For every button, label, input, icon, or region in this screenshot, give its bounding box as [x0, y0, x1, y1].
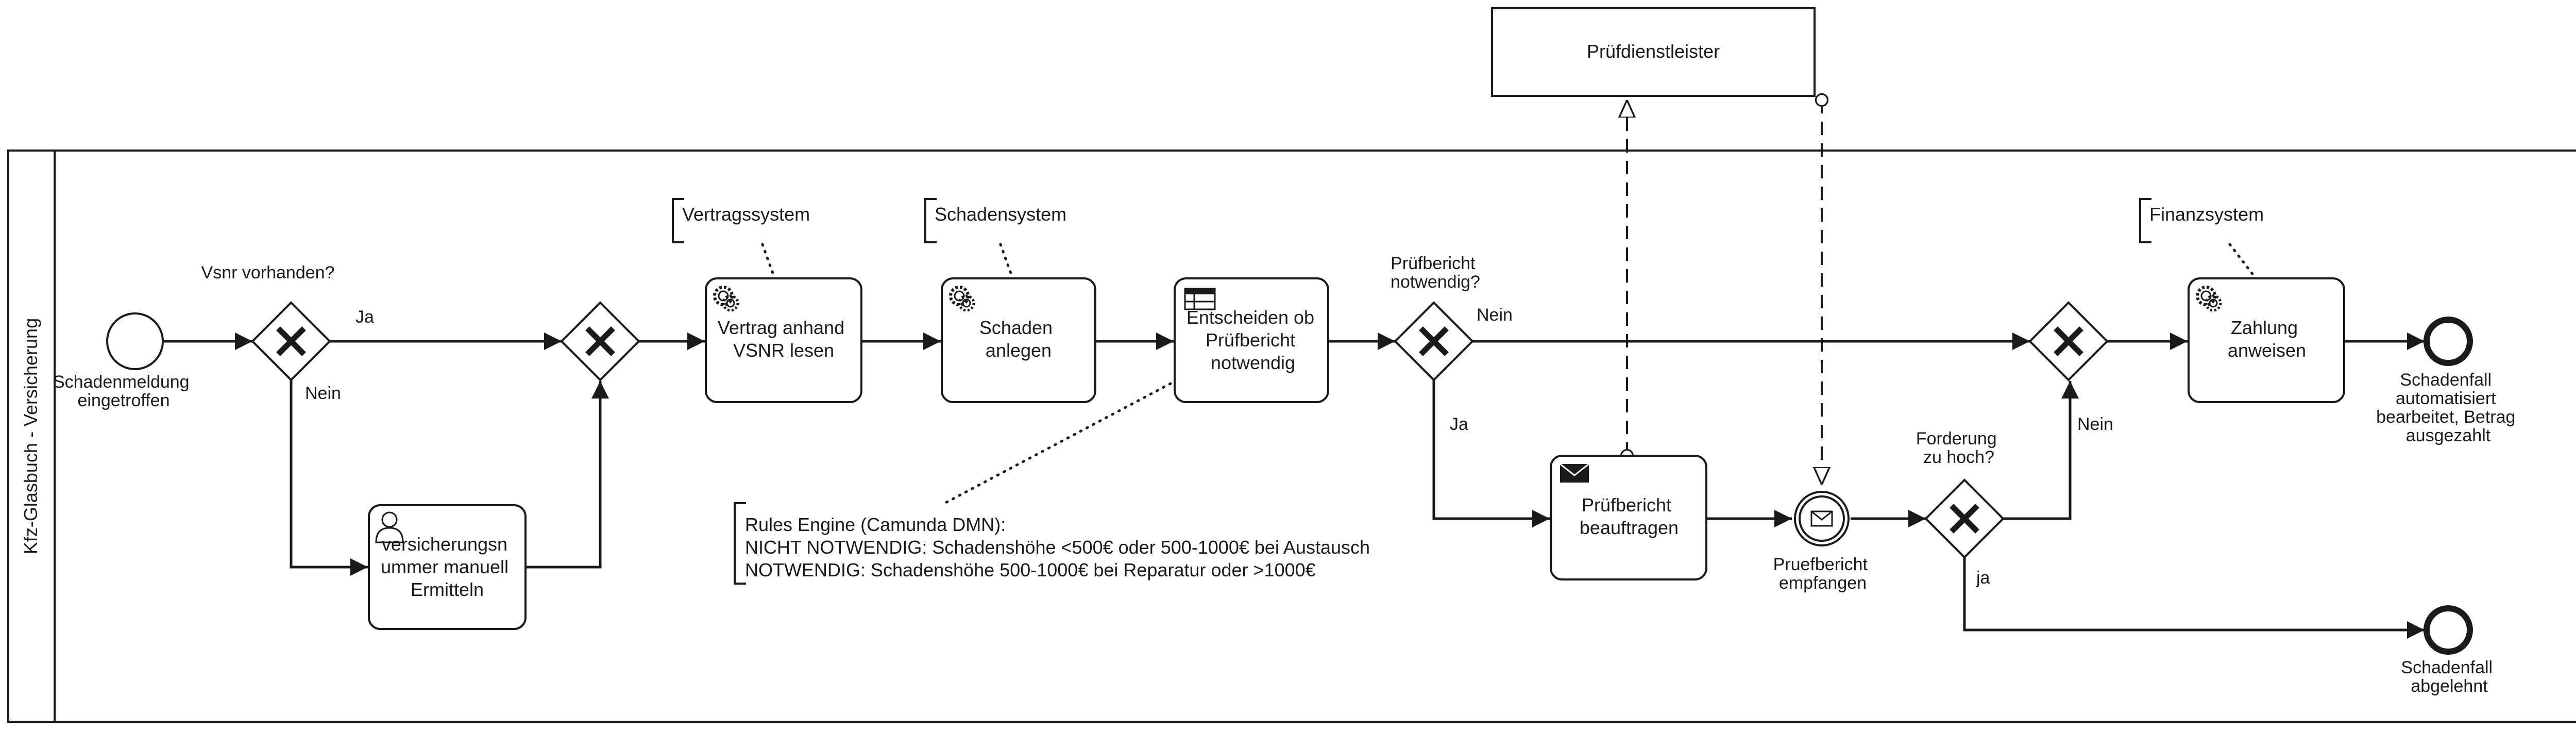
end-paid-label-line: automatisiert	[2396, 389, 2496, 408]
svg-text:Forderung zu hoch?: Forderung zu hoch?	[1916, 429, 2002, 467]
start-event[interactable]: Schadenmeldung eingetroffen	[53, 312, 194, 410]
task-zahlung-label-line: anweisen	[2228, 340, 2306, 361]
end-rejected-label-line: Schadenfall	[2401, 658, 2493, 677]
gear-icon	[713, 286, 739, 312]
annotation-vertragssystem[interactable]: Vertragssystem	[672, 198, 810, 243]
annotation-rules-line: NOTWENDIG: Schadenshöhe 500-1000€ bei Re…	[745, 559, 1316, 580]
svg-text:Prüfbericht beauftragen: Prüfbericht beauftragen	[1580, 494, 1679, 538]
annotation-schadensystem[interactable]: Schadensystem	[924, 198, 1066, 243]
message-flows	[1627, 100, 1822, 485]
svg-text:Schadenfall abgelehnt: Schadenfall abgelehnt	[2401, 658, 2497, 696]
svg-text:versicherungsn ummer man: versicherungsn ummer manuell Ermitteln	[381, 534, 514, 600]
svg-text:Prüfbericht notwendig?: Prüfbericht notwendig?	[1391, 254, 1480, 292]
task-schaden[interactable]: Schaden anlegen	[941, 277, 1096, 403]
flow-label-ja-2: Ja	[1450, 414, 1468, 434]
gateway-forderung[interactable]	[1924, 478, 2005, 559]
task-manual-label-line: Ermitteln	[411, 579, 484, 600]
catch-event-label-line: Pruefbericht	[1773, 555, 1868, 574]
svg-text:Schadenfall automatisier: Schadenfall automatisiert bearbeitet, Be…	[2376, 370, 2520, 445]
end-event-rejected[interactable]: Schadenfall abgelehnt	[2401, 605, 2497, 696]
end-paid-label-line: Schadenfall	[2400, 370, 2492, 390]
task-manual-label-line: versicherungsn	[382, 534, 507, 555]
task-beauftragen-label-line: beauftragen	[1580, 517, 1679, 538]
catch-event-label-line: empfangen	[1779, 573, 1867, 593]
gateway-forderung-label-line: zu hoch?	[1923, 447, 1994, 467]
flow-gw4-yes[interactable]	[1963, 557, 2425, 639]
task-zahlung[interactable]: Zahlung anweisen	[2188, 277, 2345, 403]
task-entscheiden-label-line: Entscheiden ob	[1187, 307, 1314, 328]
flow-label-ja: Ja	[355, 307, 374, 327]
svg-text:Rules Engine (Camunda DMN):: Rules Engine (Camunda DMN): NICHT NOTWEN…	[745, 514, 1375, 580]
task-entscheiden[interactable]: Entscheiden ob Prüfbericht notwendig	[1174, 277, 1329, 403]
gateway-pruefbericht[interactable]	[1394, 301, 1474, 381]
envelope-icon	[1810, 510, 1833, 527]
svg-text:Pruefbericht empfangen: Pruefbericht empfangen	[1773, 555, 1873, 593]
user-icon	[375, 511, 404, 543]
gateway-forderung-label-line: Forderung	[1916, 429, 1997, 449]
flow-label-nein-3: Nein	[2077, 414, 2113, 434]
task-manual[interactable]: versicherungsn ummer manuell Ermitteln	[368, 504, 527, 630]
catch-message-event[interactable]: Pruefbericht empfangen	[1773, 491, 1873, 593]
start-event-label-line: Schadenmeldung	[53, 372, 190, 392]
annotation-rules-engine[interactable]: Rules Engine (Camunda DMN): NICHT NOTWEN…	[734, 502, 1375, 585]
gateway-vsnr-label: Vsnr vorhanden?	[201, 263, 335, 283]
associations	[761, 243, 2255, 506]
pool-label: Kfz-Glasbuch - Versicherung	[20, 318, 41, 554]
start-event-label-line: eingetroffen	[78, 391, 170, 410]
svg-text:Schaden anlegen: Schaden anlegen	[979, 317, 1058, 361]
gear-icon	[2196, 286, 2222, 312]
task-schaden-label-line: anlegen	[986, 340, 1052, 361]
task-manual-label-line: ummer manuell	[381, 556, 509, 577]
flow-manual-to-gw2[interactable]	[526, 381, 609, 569]
annotation-finanzsystem[interactable]: Finanzsystem	[2139, 198, 2264, 243]
gateway-pruefbericht-label-line: Prüfbericht	[1391, 254, 1476, 273]
flow-gw3-yes[interactable]	[1432, 380, 1550, 527]
flow-label-ja-3: ja	[1976, 568, 1990, 588]
gateway-pruefbericht-label-line: notwendig?	[1391, 272, 1480, 292]
association-finanzsystem	[2228, 243, 2255, 277]
task-beauftragen-label-line: Prüfbericht	[1582, 494, 1671, 516]
gear-icon	[949, 286, 975, 312]
task-beauftragen[interactable]: Prüfbericht beauftragen	[1550, 455, 1707, 580]
pool[interactable]: Kfz-Glasbuch - Versicherung	[7, 150, 2576, 723]
flow-gw1-no[interactable]	[290, 380, 368, 576]
task-vertrag[interactable]: Vertrag anhand VSNR lesen	[705, 277, 862, 403]
gateway-merge-2[interactable]	[2028, 301, 2109, 381]
association-vertragssystem	[761, 243, 774, 275]
end-paid-label-line: ausgezahlt	[2406, 426, 2491, 445]
gateway-vsnr[interactable]	[251, 301, 331, 381]
svg-text:Entscheiden ob Prüfberic: Entscheiden ob Prüfbericht notwendig	[1187, 307, 1319, 373]
svg-text:Vertrag anhand VSNR lese: Vertrag anhand VSNR lesen	[718, 317, 850, 361]
flow-label-nein-2: Nein	[1477, 305, 1513, 325]
task-vertrag-label-line: Vertrag anhand	[718, 317, 844, 338]
end-event-paid[interactable]: Schadenfall automatisiert bearbeitet, Be…	[2376, 317, 2520, 445]
association-rules	[941, 382, 1172, 506]
annotation-finanzsystem-text: Finanzsystem	[2149, 204, 2264, 225]
end-paid-label-line: bearbeitet, Betrag	[2376, 407, 2515, 427]
task-vertrag-label-line: VSNR lesen	[733, 340, 834, 361]
task-schaden-label-line: Schaden	[979, 317, 1053, 338]
annotation-rules-line: NICHT NOTWENDIG: Schadenshöhe <500€ oder…	[745, 537, 1370, 558]
external-participant-label: Prüfdienstleister	[1587, 41, 1720, 62]
flow-gw4-no[interactable]	[2003, 381, 2079, 520]
end-rejected-label-line: abgelehnt	[2411, 676, 2488, 696]
task-entscheiden-label-line: notwendig	[1211, 352, 1295, 373]
envelope-filled-icon	[1560, 463, 1589, 483]
association-schadensystem	[999, 243, 1012, 275]
external-participant[interactable]: Prüfdienstleister	[1491, 7, 1816, 97]
annotation-schadensystem-text: Schadensystem	[935, 204, 1066, 225]
table-icon	[1184, 288, 1216, 310]
task-zahlung-label-line: Zahlung	[2231, 317, 2298, 338]
svg-text:Schadenmeldung eingetrof: Schadenmeldung eingetroffen	[53, 372, 194, 410]
gateway-merge[interactable]	[560, 301, 640, 381]
svg-text:Zahlung anweisen: Zahlung anweisen	[2228, 317, 2306, 361]
flow-label-nein: Nein	[305, 384, 341, 403]
annotation-rules-line: Rules Engine (Camunda DMN):	[745, 514, 1006, 535]
annotation-vertragssystem-text: Vertragssystem	[682, 204, 810, 225]
task-entscheiden-label-line: Prüfbericht	[1206, 329, 1295, 351]
